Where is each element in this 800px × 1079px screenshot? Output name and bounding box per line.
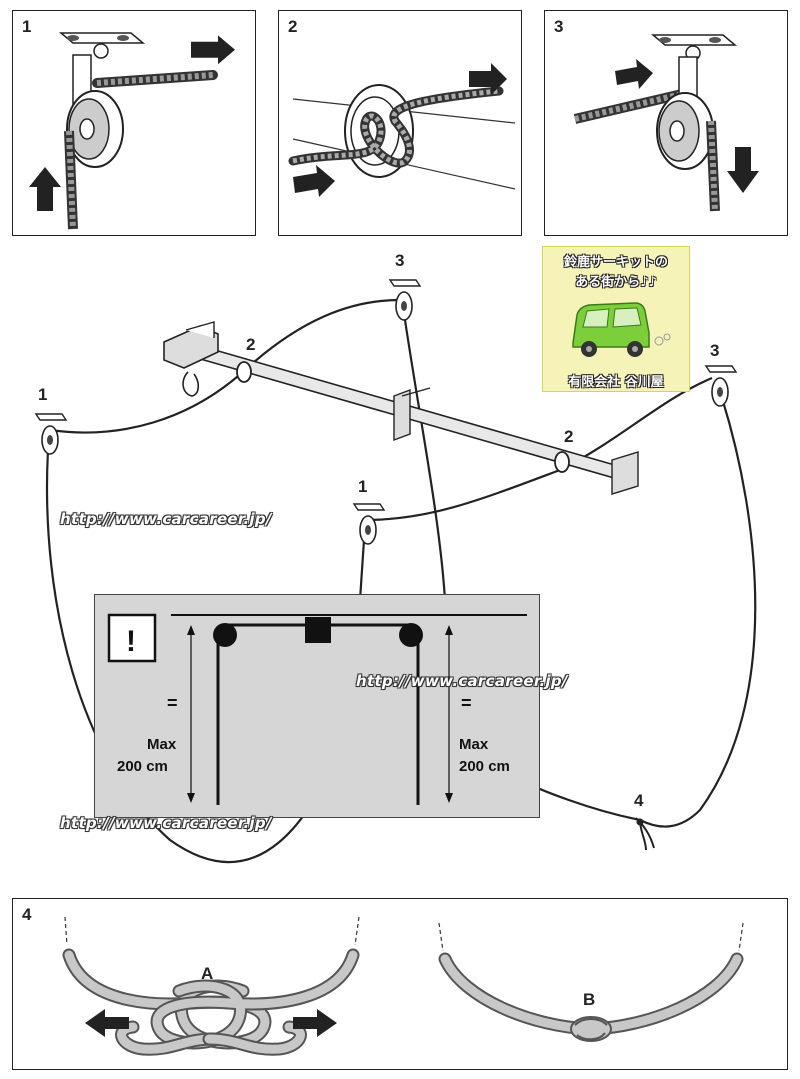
knot-label-a: A (201, 964, 213, 983)
sponsor-ad: 鈴鹿サーキットの ある街から♪♪ 有限会社 谷川屋 (542, 246, 690, 392)
label-knot-4: 4 (634, 791, 644, 810)
label-pulley-right-1: 1 (358, 477, 367, 496)
watermark-url: http://www.carcareer.jp/ (60, 510, 272, 528)
car-icon (572, 302, 671, 357)
arrow-down-icon (727, 147, 759, 193)
max-label-right: Max (459, 736, 489, 753)
eq-right: = (461, 693, 472, 713)
rope (358, 539, 366, 601)
dist-label-left: 200 cm (117, 758, 168, 775)
step-panel-2: 2 (278, 10, 522, 236)
knot-label-b: B (583, 990, 595, 1009)
arrow-right-icon (615, 59, 653, 89)
label-pulley-3-right: 3 (710, 341, 719, 360)
arrow-right-icon (469, 63, 507, 95)
step-number-1: 1 (22, 17, 32, 36)
label-pulley-3-left: 3 (395, 251, 404, 270)
knot-tightening-illustration: A B (62, 916, 744, 1056)
arrow-up-icon (29, 167, 61, 211)
watermark-url: http://www.carcareer.jp/ (60, 814, 272, 832)
step-panel-4: 4 A B (12, 898, 788, 1070)
arrow-right-icon (293, 165, 335, 197)
rope (639, 397, 757, 828)
arrow-right-icon (191, 35, 235, 65)
label-bracket-2-right: 2 (564, 427, 573, 446)
max-label-left: Max (147, 736, 177, 753)
pulley-left-3 (388, 279, 422, 321)
pulley-wheel (66, 90, 124, 168)
pulley-threading-illustration (29, 32, 235, 230)
watermark-url: http://www.carcareer.jp/ (356, 672, 568, 690)
attention-icon: ! (126, 625, 136, 658)
rope (403, 319, 447, 601)
ad-line-3: 有限会社 谷川屋 (568, 375, 664, 390)
pulley-right-1 (352, 503, 386, 545)
pulley-left-1 (34, 413, 68, 455)
arrow-right-icon (293, 1009, 337, 1037)
knot-4 (635, 817, 655, 851)
main-installation-diagram: 1 2 3 1 2 3 4 (34, 251, 757, 864)
pulley-lowering-illustration (573, 34, 759, 212)
eq-left: = (167, 693, 178, 713)
label-bracket-2-left: 2 (246, 335, 255, 354)
knot-a: A (62, 916, 360, 1056)
ad-line-1: 鈴鹿サーキットの (563, 255, 668, 270)
knot-b: B (438, 922, 744, 1042)
warning-box: ! = = Max 200 cm Max 200 cm (94, 594, 540, 818)
step-panel-1: 1 (12, 10, 256, 236)
step-number-3: 3 (554, 17, 564, 36)
arrow-left-icon (85, 1009, 129, 1037)
height-limit-diagram: ! = = Max 200 cm Max 200 cm (107, 613, 527, 805)
label-pulley-left-1: 1 (38, 385, 47, 404)
rope-through-bracket-illustration (288, 63, 516, 197)
pulley-wheel (656, 92, 714, 170)
step-number-4: 4 (22, 905, 32, 924)
dist-label-right: 200 cm (459, 758, 510, 775)
hanging-bar (163, 321, 639, 495)
step-number-2: 2 (288, 17, 298, 36)
ad-line-2: ある街から♪♪ (575, 275, 657, 290)
ceiling-plate (58, 32, 146, 59)
pulley-right-3 (704, 365, 738, 407)
step-panel-3: 3 (544, 10, 788, 236)
